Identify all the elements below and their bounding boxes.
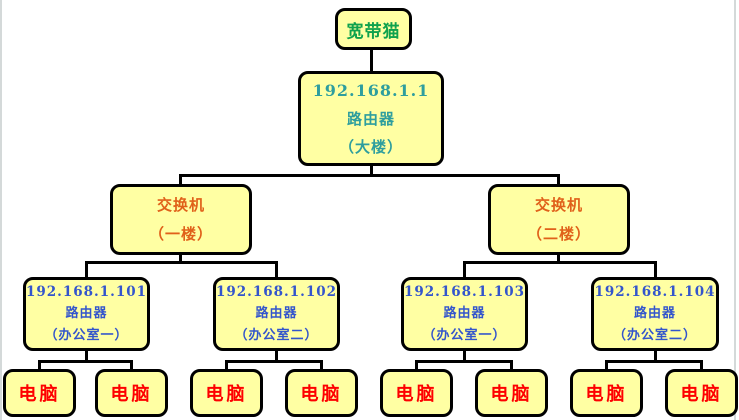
node-broadband-modem-label: 宽带猫 xyxy=(346,21,401,42)
node-router-104-location: （办公室二） xyxy=(612,328,697,343)
connector-r102-horizontal xyxy=(225,360,323,363)
node-pc-4-label: 电脑 xyxy=(300,384,343,405)
node-switch-floor1-location: （一楼） xyxy=(148,224,213,243)
connector-switch2-horizontal xyxy=(463,261,657,264)
connector-r101-horizontal xyxy=(38,360,133,363)
node-switch-floor2: 交换机 （二楼） xyxy=(488,184,630,255)
connector-level2-drop-left xyxy=(179,174,182,185)
node-router-101-ip: 192.168.1.101 xyxy=(25,284,148,300)
connector-r103-stem xyxy=(463,351,466,361)
connector-switch2-stem xyxy=(557,254,560,262)
node-pc-2: 电脑 xyxy=(95,369,168,417)
node-pc-5-label: 电脑 xyxy=(395,384,438,405)
node-router-102: 192.168.1.102 路由器 （办公室二） xyxy=(213,277,340,351)
node-router-104-type: 路由器 xyxy=(633,306,676,321)
connector-r101-stem xyxy=(85,351,88,361)
node-router-103-ip: 192.168.1.103 xyxy=(403,284,526,300)
connector-r101-drop-right xyxy=(130,360,133,370)
node-pc-8: 电脑 xyxy=(665,369,738,417)
node-router-103-type: 路由器 xyxy=(443,306,486,321)
node-router-103: 192.168.1.103 路由器 （办公室一） xyxy=(401,277,528,351)
connector-r104-drop-left xyxy=(605,360,608,370)
node-broadband-modem: 宽带猫 xyxy=(335,8,412,50)
connector-r101-drop-left xyxy=(38,360,41,370)
node-switch-floor2-location: （二楼） xyxy=(526,224,591,243)
node-router-101-location: （办公室一） xyxy=(44,328,129,343)
connector-r102-stem xyxy=(275,351,278,361)
node-pc-6: 电脑 xyxy=(475,369,548,417)
connector-level2-drop-right xyxy=(557,174,560,185)
connector-r102-drop-right xyxy=(320,360,323,370)
node-main-router-ip: 192.168.1.1 xyxy=(312,80,430,100)
connector-r103-drop-right xyxy=(510,360,513,370)
node-switch-floor2-type: 交换机 xyxy=(534,195,583,214)
connector-modem-router xyxy=(370,50,373,72)
node-router-102-location: （办公室二） xyxy=(234,328,319,343)
node-router-102-type: 路由器 xyxy=(255,306,298,321)
connector-switch2-drop-left xyxy=(463,261,466,278)
connector-switch1-stem xyxy=(179,254,182,262)
node-main-router-location: （大楼） xyxy=(338,137,403,156)
connector-r102-drop-left xyxy=(225,360,228,370)
node-router-103-location: （办公室一） xyxy=(422,328,507,343)
node-pc-1-label: 电脑 xyxy=(18,384,61,405)
connector-r103-horizontal xyxy=(415,360,513,363)
node-pc-3-label: 电脑 xyxy=(205,384,248,405)
page-edge-right xyxy=(734,0,736,420)
connector-r104-stem xyxy=(654,351,657,361)
node-pc-5: 电脑 xyxy=(380,369,453,417)
node-pc-6-label: 电脑 xyxy=(490,384,533,405)
node-pc-7-label: 电脑 xyxy=(585,384,628,405)
node-pc-1: 电脑 xyxy=(3,369,76,417)
node-pc-2-label: 电脑 xyxy=(110,384,153,405)
node-switch-floor1-type: 交换机 xyxy=(156,195,205,214)
connector-r104-horizontal xyxy=(605,360,703,363)
connector-r103-drop-left xyxy=(415,360,418,370)
node-main-router: 192.168.1.1 路由器 （大楼） xyxy=(298,71,444,166)
connector-level2-horizontal xyxy=(179,174,560,177)
connector-switch1-horizontal xyxy=(85,261,278,264)
connector-switch2-drop-right xyxy=(654,261,657,278)
node-main-router-type: 路由器 xyxy=(346,109,395,128)
node-router-101: 192.168.1.101 路由器 （办公室一） xyxy=(23,277,150,351)
node-router-104-ip: 192.168.1.104 xyxy=(594,284,716,300)
node-switch-floor1: 交换机 （一楼） xyxy=(110,184,252,255)
node-router-101-type: 路由器 xyxy=(65,306,108,321)
connector-r104-drop-right xyxy=(700,360,703,370)
connector-switch1-drop-left xyxy=(85,261,88,278)
node-pc-3: 电脑 xyxy=(190,369,263,417)
connector-router-stem xyxy=(370,166,373,175)
node-router-102-ip: 192.168.1.102 xyxy=(215,284,338,300)
node-pc-8-label: 电脑 xyxy=(680,384,723,405)
node-pc-7: 电脑 xyxy=(570,369,643,417)
node-router-104: 192.168.1.104 路由器 （办公室二） xyxy=(591,277,719,351)
page-edge-left xyxy=(0,0,2,420)
connector-switch1-drop-right xyxy=(275,261,278,278)
node-pc-4: 电脑 xyxy=(285,369,358,417)
